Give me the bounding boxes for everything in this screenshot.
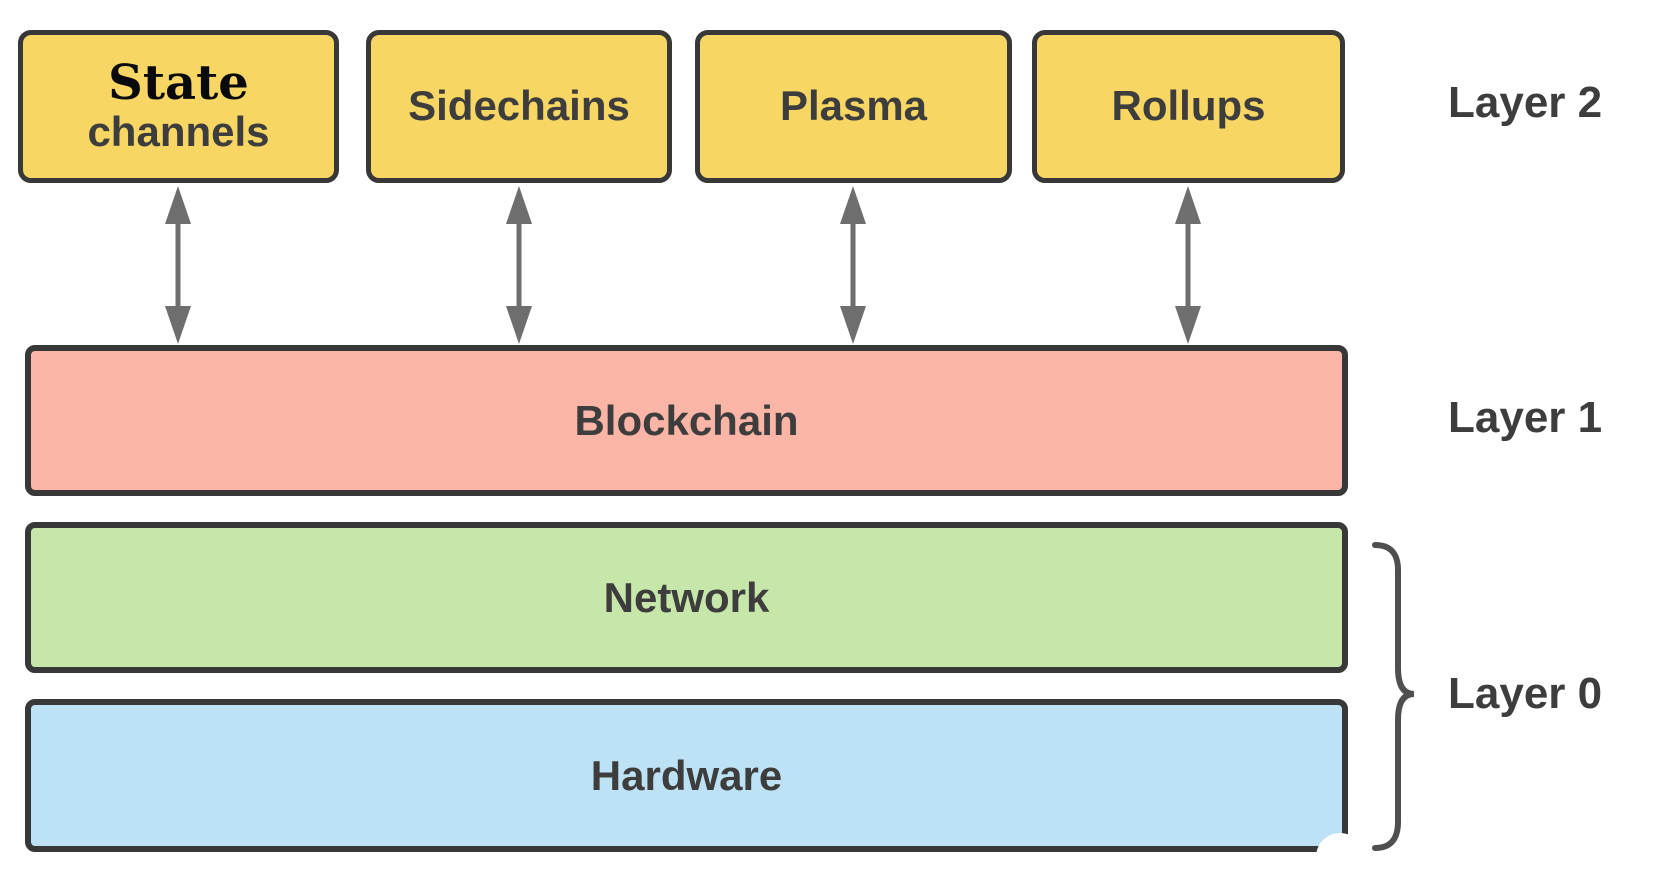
state-channels-box: State channels xyxy=(18,30,339,183)
network-box: Network xyxy=(25,522,1348,673)
layer-2-label: Layer 2 xyxy=(1448,78,1603,127)
rollups-label: Rollups xyxy=(1111,82,1266,130)
sidechains-box: Sidechains xyxy=(366,30,672,183)
plasma-box: Plasma xyxy=(695,30,1012,183)
state-channels-label-line1: State xyxy=(108,55,249,112)
double-arrow-sidechains-icon xyxy=(506,186,532,344)
rollups-box: Rollups xyxy=(1032,30,1345,183)
hardware-label: Hardware xyxy=(590,751,783,799)
sidechains-label: Sidechains xyxy=(408,82,630,130)
double-arrow-rollups-icon xyxy=(1175,186,1201,344)
double-arrow-state-channels-icon xyxy=(165,186,191,344)
blockchain-label: Blockchain xyxy=(574,396,799,444)
layer-1-label: Layer 1 xyxy=(1448,393,1603,442)
blockchain-box: Blockchain xyxy=(25,345,1348,496)
hardware-box: Hardware xyxy=(25,699,1348,852)
layer-0-brace-icon xyxy=(1372,542,1415,851)
plasma-label: Plasma xyxy=(779,82,928,130)
layer-0-label: Layer 0 xyxy=(1448,669,1603,718)
double-arrow-plasma-icon xyxy=(840,186,866,344)
state-channels-label-line2: channels xyxy=(87,107,270,155)
network-label: Network xyxy=(603,573,770,621)
